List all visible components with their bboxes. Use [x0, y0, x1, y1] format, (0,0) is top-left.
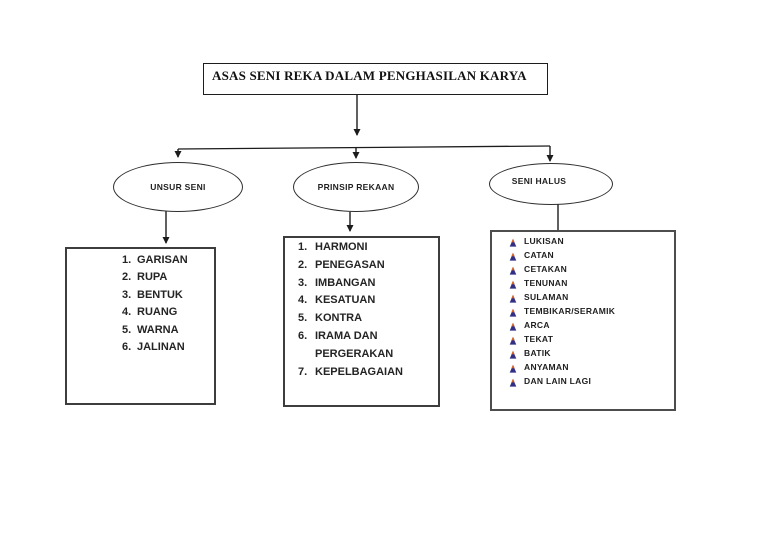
ellipse-prinsip-rekaan-label: PRINSIP REKAAN [317, 182, 395, 192]
list-item: ARCA [509, 318, 670, 332]
list-item-label: CATAN [524, 250, 554, 260]
flag-bullet-icon [509, 307, 517, 317]
list-box-seni-halus: LUKISAN CATAN CETAKAN TENUNAN SULAMAN TEMBIKA… [490, 230, 676, 411]
list-item-number: 4. [122, 306, 132, 319]
list-item: 2. RUPA [122, 269, 210, 286]
list-item-number: 5. [122, 323, 132, 336]
list-item-number: 1. [298, 241, 308, 253]
ellipse-seni-halus-label: SENI HALUS [511, 176, 567, 186]
list-item-number: 4. [298, 294, 308, 307]
list-item: 4. KESATUAN [298, 292, 434, 310]
list-item: 1. HARMONI [298, 239, 434, 257]
ellipse-unsur-seni: UNSUR SENI [113, 162, 243, 212]
flag-bullet-icon [509, 265, 517, 275]
ellipse-prinsip-rekaan: PRINSIP REKAAN [293, 162, 419, 212]
list-item: 4. RUANG [122, 304, 210, 321]
list-item: TEMBIKAR/SERAMIK [509, 304, 670, 318]
list-item-number: 6. [298, 329, 308, 342]
list-box-unsur-seni: 1. GARISAN 2. RUPA 3. BENTUK 4. RUANG 5. WARNA 6. J… [65, 247, 216, 405]
list-item: CATAN [509, 248, 670, 262]
list-item-number: 7. [298, 365, 308, 378]
list-item-label: LUKISAN [524, 236, 564, 246]
list-box-prinsip-rekaan: 1. HARMONI 2. PENEGASAN 3. IMBANGAN 4. KESATUAN… [283, 236, 440, 407]
list-item-label: HARMONI [315, 241, 368, 253]
list-item: TEKAT [509, 332, 670, 346]
list-item-label: ANYAMAN [524, 362, 569, 372]
list-item-label: TEKAT [524, 334, 554, 344]
flag-bullet-icon [509, 377, 517, 387]
list-item-label: PENEGASAN [315, 258, 385, 271]
list-item-label: KESATUAN [315, 294, 376, 307]
flag-bullet-icon [509, 237, 517, 247]
list-item-number: 3. [122, 288, 132, 301]
list-item: 7. KEPELBAGAIAN [298, 364, 434, 382]
list-item: DAN LAIN LAGI [509, 374, 670, 388]
list-item: CETAKAN [509, 262, 670, 276]
flag-bullet-icon [509, 363, 517, 373]
list-item-label: SULAMAN [524, 292, 569, 302]
list-item: BATIK [509, 346, 670, 360]
list-item-label: BENTUK [137, 288, 183, 301]
list-item: 2. PENEGASAN [298, 257, 434, 275]
list-item-number: 2. [298, 258, 308, 271]
list-item: 6. JALINAN [122, 339, 210, 356]
ellipse-seni-halus: SENI HALUS [489, 163, 613, 205]
list-item: 3. IMBANGAN [298, 275, 434, 293]
list-item: ANYAMAN [509, 360, 670, 374]
list-item-label: GARISAN [137, 254, 188, 266]
list-item: LUKISAN [509, 234, 670, 248]
list-item-label: IMBANGAN [315, 276, 376, 289]
list-item-number: 6. [122, 341, 132, 354]
list-item-label: DAN LAIN LAGI [524, 376, 592, 386]
ellipse-unsur-seni-label: UNSUR SENI [150, 182, 206, 192]
list-item-label: CETAKAN [524, 264, 568, 274]
list-item: 5. WARNA [122, 322, 210, 339]
list-item-label: JALINAN [137, 341, 185, 354]
list-item-label: KONTRA [315, 312, 363, 325]
flag-bullet-icon [509, 279, 517, 289]
list-item-label: KEPELBAGAIAN [315, 365, 404, 378]
flag-bullet-icon [509, 321, 517, 331]
flag-bullet-icon [509, 293, 517, 303]
list-item-number: 1. [122, 254, 132, 266]
title-text: ASAS SENI REKA DALAM PENGHASILAN KARYA [212, 68, 527, 83]
list-item-number: 5. [298, 312, 308, 325]
list-item-number: 3. [298, 276, 308, 289]
list-item-number: 2. [122, 271, 132, 284]
connector-horizontal [177, 145, 551, 150]
list-item: 6. IRAMA DAN PERGERAKAN [298, 328, 434, 364]
list-item: TENUNAN [509, 276, 670, 290]
list-item-label: RUPA [137, 271, 168, 284]
list-item-label: RUANG [137, 306, 178, 319]
flag-bullet-icon [509, 335, 517, 345]
flag-bullet-icon [509, 251, 517, 261]
list-item: 5. KONTRA [298, 310, 434, 328]
list-item: SULAMAN [509, 290, 670, 304]
list-item-label: WARNA [137, 323, 179, 336]
title-box: ASAS SENI REKA DALAM PENGHASILAN KARYA [203, 63, 548, 95]
list-item-label: IRAMA DAN PERGERAKAN [315, 329, 394, 360]
flag-bullet-icon [509, 349, 517, 359]
list-item-label: TENUNAN [524, 278, 568, 288]
list-item: 1. GARISAN [122, 252, 210, 269]
list-item-label: BATIK [524, 348, 551, 358]
list-item-label: ARCA [524, 320, 550, 330]
list-item: 3. BENTUK [122, 287, 210, 304]
list-item-label: TEMBIKAR/SERAMIK [524, 306, 616, 316]
